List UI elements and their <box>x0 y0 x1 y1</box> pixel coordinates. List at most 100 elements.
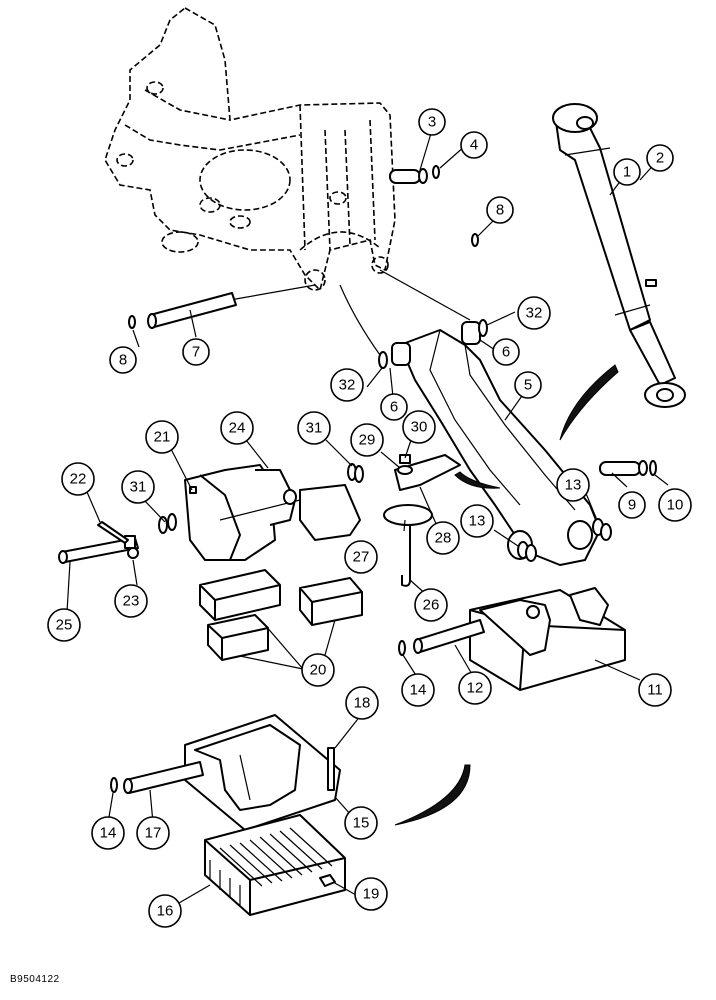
curve-arrow-lower <box>394 764 471 826</box>
svg-text:15: 15 <box>353 815 370 832</box>
bolt-21 <box>189 486 197 494</box>
callout-2: 2 <box>646 144 674 172</box>
callout-10: 10 <box>658 488 692 522</box>
callout-4: 4 <box>460 131 488 159</box>
washer-31-left-b <box>167 513 177 531</box>
nut-19 <box>319 874 336 887</box>
callout-8-lower: 8 <box>109 346 137 374</box>
ring-14-lower <box>110 777 118 793</box>
svg-text:20: 20 <box>310 662 327 679</box>
ring-8-upper <box>471 233 479 247</box>
callout-6-left: 6 <box>380 393 408 421</box>
svg-text:32: 32 <box>339 377 356 394</box>
svg-text:18: 18 <box>354 695 371 712</box>
svg-text:23: 23 <box>123 593 140 610</box>
callout-22: 22 <box>61 462 95 496</box>
svg-text:21: 21 <box>154 429 171 446</box>
callout-11: 11 <box>638 673 672 707</box>
ring-4 <box>432 165 440 179</box>
callout-1: 1 <box>613 158 641 186</box>
curve-arrow-upper <box>559 364 619 441</box>
washer-13-left-b <box>525 544 537 562</box>
callout-26: 26 <box>414 588 448 622</box>
pin-12 <box>413 619 485 654</box>
callout-14-lower: 14 <box>91 816 125 850</box>
pin-25 <box>58 535 139 564</box>
callout-13-right: 13 <box>556 468 590 502</box>
callout-9: 9 <box>618 491 646 519</box>
callout-13-left: 13 <box>460 504 494 538</box>
svg-text:4: 4 <box>470 137 478 154</box>
svg-text:25: 25 <box>56 617 73 634</box>
svg-text:8: 8 <box>119 352 127 369</box>
pin-7 <box>147 292 237 329</box>
ring-14-upper <box>398 640 406 656</box>
nut-30 <box>399 454 411 464</box>
svg-text:31: 31 <box>306 420 323 437</box>
svg-text:11: 11 <box>647 682 663 699</box>
pin-17 <box>123 761 204 794</box>
ring-32-right <box>478 319 488 337</box>
svg-text:10: 10 <box>667 497 684 514</box>
callout-24: 24 <box>220 411 254 445</box>
washer-31-right-b <box>354 465 364 483</box>
plate-28 <box>394 454 461 491</box>
curve-arrow-mid <box>454 471 501 489</box>
svg-text:32: 32 <box>526 305 543 322</box>
mount-bracket-11 <box>469 587 626 691</box>
callout-21: 21 <box>145 420 179 454</box>
svg-text:24: 24 <box>229 420 246 437</box>
callout-28: 28 <box>426 521 460 555</box>
bracket-24 <box>184 464 361 561</box>
callout-31-left: 31 <box>121 470 155 504</box>
svg-text:9: 9 <box>628 497 636 514</box>
hydraulic-cylinder-1 <box>552 103 686 408</box>
svg-text:28: 28 <box>435 530 452 547</box>
svg-text:31: 31 <box>130 479 147 496</box>
svg-text:12: 12 <box>467 680 484 697</box>
svg-text:14: 14 <box>100 825 117 842</box>
ring-32-left <box>378 351 388 369</box>
callout-18: 18 <box>345 686 379 720</box>
svg-text:30: 30 <box>411 419 428 436</box>
callout-8-upper: 8 <box>486 196 514 224</box>
bolt-18 <box>327 747 335 791</box>
svg-text:8: 8 <box>496 202 504 219</box>
bracket-15 <box>184 714 341 831</box>
svg-text:5: 5 <box>524 377 532 394</box>
svg-text:3: 3 <box>428 114 436 131</box>
callout-7: 7 <box>182 338 210 366</box>
callout-31-right: 31 <box>297 411 331 445</box>
callout-17: 17 <box>136 816 170 850</box>
callout-25: 25 <box>47 608 81 642</box>
pin-3 <box>389 168 428 184</box>
rubber-pad-16 <box>204 814 346 916</box>
callout-27: 27 <box>344 540 378 574</box>
loader-frame-outline <box>104 7 396 292</box>
callout-32-right: 32 <box>517 296 551 330</box>
callout-23: 23 <box>114 584 148 618</box>
washer-13-right-b <box>600 523 612 541</box>
callout-30: 30 <box>402 410 436 444</box>
washer-31-left-a <box>158 516 168 534</box>
callout-5: 5 <box>514 371 542 399</box>
svg-text:26: 26 <box>423 597 440 614</box>
svg-text:22: 22 <box>70 471 87 488</box>
callout-14-upper: 14 <box>401 673 435 707</box>
figure-id: B9504122 <box>10 974 60 985</box>
callout-15: 15 <box>344 806 378 840</box>
pin-9 <box>599 460 648 476</box>
ring-8-lower <box>128 315 136 329</box>
callout-29: 29 <box>350 423 384 457</box>
svg-text:7: 7 <box>192 344 200 361</box>
svg-text:1: 1 <box>623 164 631 181</box>
svg-text:19: 19 <box>363 886 380 903</box>
callout-20: 20 <box>301 653 335 687</box>
callout-19: 19 <box>354 877 388 911</box>
callout-6-right: 6 <box>492 338 520 366</box>
callout-32-left: 32 <box>330 368 364 402</box>
callout-16: 16 <box>148 894 182 928</box>
rubber-pad-20 <box>199 569 363 661</box>
svg-text:14: 14 <box>410 682 427 699</box>
